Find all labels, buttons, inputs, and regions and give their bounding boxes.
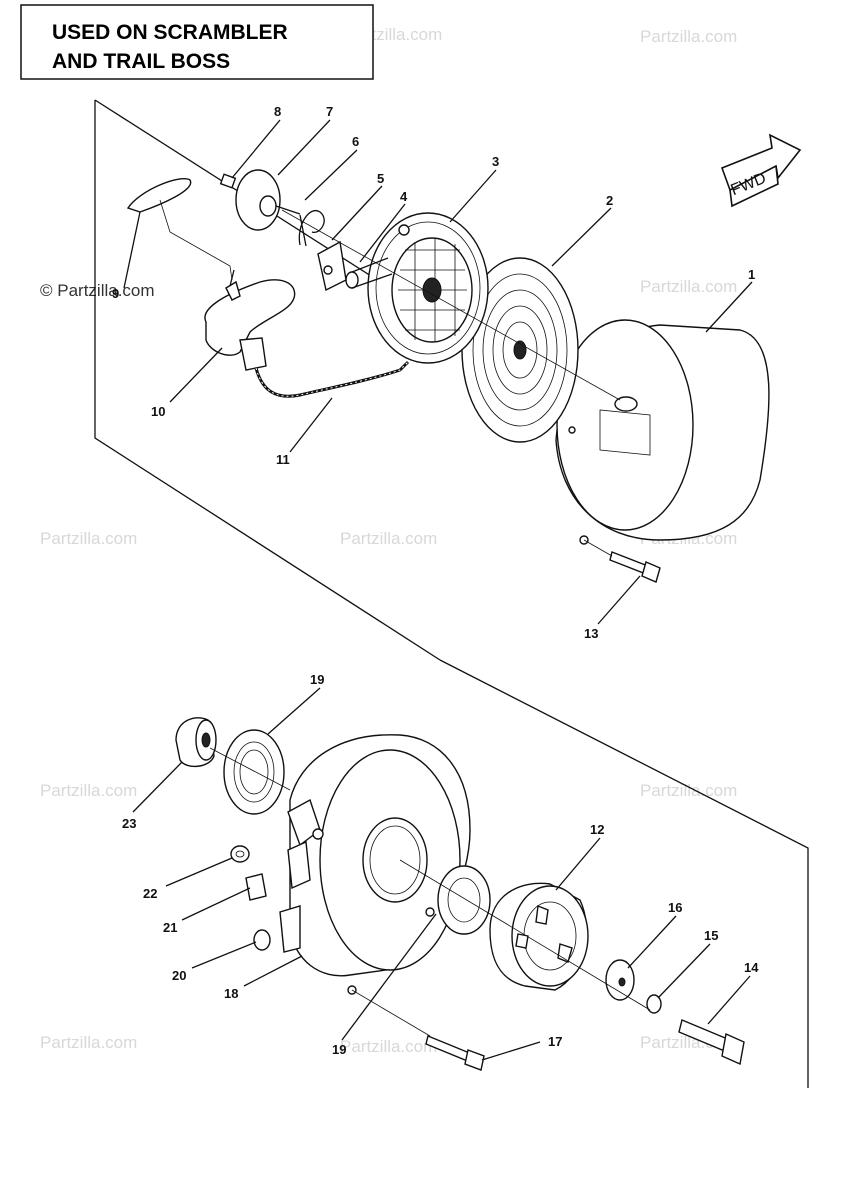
callout-11: 11 — [276, 452, 290, 467]
callout-19-lower: 19 — [332, 1042, 346, 1057]
callout-23: 23 — [122, 816, 136, 831]
callout-14: 14 — [744, 960, 759, 975]
part-17-bolt — [425, 1035, 485, 1071]
part-23-bushing — [175, 717, 217, 767]
callout-15: 15 — [704, 928, 718, 943]
watermark-2: Partzilla.com — [640, 27, 737, 46]
callout-20: 20 — [172, 968, 186, 983]
title-box: USED ON SCRAMBLER AND TRAIL BOSS — [20, 4, 374, 80]
part-10-handle — [204, 269, 296, 371]
part-2-spring — [461, 257, 579, 443]
watermark-4: Partzilla.com — [40, 529, 137, 548]
part-20-cap — [253, 929, 271, 951]
watermark-5: Partzilla.com — [340, 529, 437, 548]
part-14-bolt — [678, 1019, 745, 1066]
callout-labels: 8 7 6 5 4 3 2 1 9 10 11 13 19 23 12 22 2… — [112, 104, 759, 1057]
callout-4: 4 — [400, 189, 408, 204]
callout-22: 22 — [143, 886, 157, 901]
part-5-pawl — [317, 240, 347, 292]
watermark-10: Partzilla.com — [40, 1033, 137, 1052]
part-19a-seal — [223, 729, 285, 815]
callout-8: 8 — [274, 104, 281, 119]
callout-10: 10 — [151, 404, 165, 419]
watermark-9: Partzilla.com — [640, 781, 737, 800]
callout-16: 16 — [668, 900, 682, 915]
part-9-grip-insert — [126, 178, 233, 281]
callout-21: 21 — [163, 920, 177, 935]
fwd-arrow-icon: FWD — [720, 133, 802, 208]
part-15-lockwasher — [646, 994, 662, 1014]
watermark-7: Partzilla.com — [40, 781, 137, 800]
title-line-1: USED ON SCRAMBLER — [52, 21, 288, 44]
callout-19-upper: 19 — [310, 672, 324, 687]
part-19b-seal — [437, 865, 491, 935]
part-16-washer — [605, 959, 635, 1001]
callout-13: 13 — [584, 626, 598, 641]
title-line-2: AND TRAIL BOSS — [52, 50, 230, 73]
part-1-recoil-housing — [555, 319, 770, 545]
watermark-11: Partzilla.com — [340, 1037, 437, 1056]
leader-lines — [123, 119, 753, 1061]
part-7-plate — [235, 169, 301, 231]
watermark-dark: © Partzilla.com — [40, 281, 155, 300]
centerlines — [209, 209, 651, 1037]
callout-2: 2 — [606, 193, 613, 208]
callout-9: 9 — [112, 286, 119, 301]
part-12-pulley — [489, 882, 589, 991]
callout-18: 18 — [224, 986, 238, 1001]
callout-7: 7 — [326, 104, 333, 119]
part-11-rope — [254, 360, 410, 398]
part-13-bolt — [609, 551, 661, 583]
part-6-clip — [298, 209, 325, 247]
callout-6: 6 — [352, 134, 359, 149]
part-21-plug — [245, 873, 267, 901]
callout-17: 17 — [548, 1034, 562, 1049]
part-18-case — [279, 734, 471, 995]
part-22-washer — [230, 845, 250, 863]
callout-3: 3 — [492, 154, 499, 169]
part-3-reel — [367, 212, 489, 364]
watermark-3: Partzilla.com — [640, 277, 737, 296]
callout-1: 1 — [748, 267, 755, 282]
part-4-pin — [345, 257, 393, 289]
callout-5: 5 — [377, 171, 384, 186]
callout-12: 12 — [590, 822, 604, 837]
